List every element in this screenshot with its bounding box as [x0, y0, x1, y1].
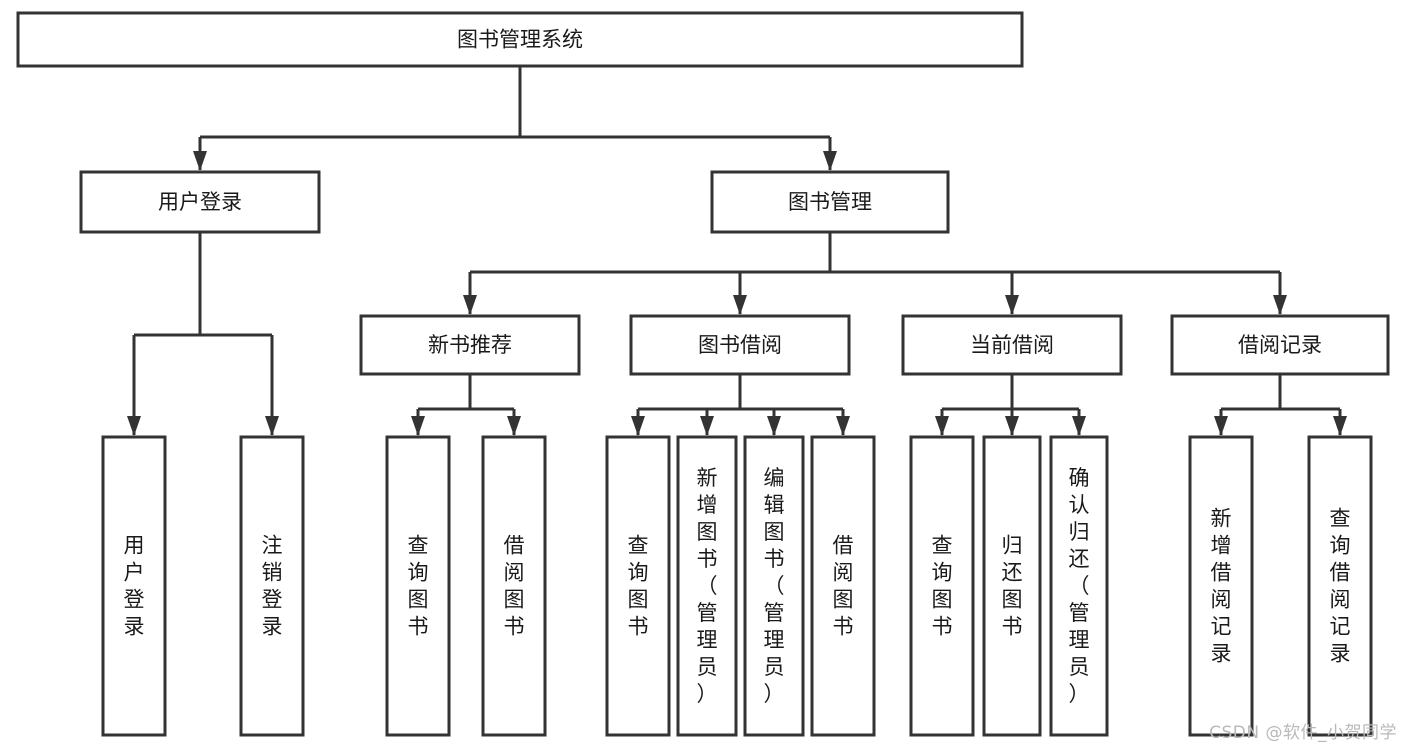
- node-label: 新书推荐: [428, 333, 512, 357]
- node-leaf_query_book_3[interactable]: 查询图书: [909, 435, 975, 737]
- node-label: 图书管理系统: [457, 28, 583, 52]
- node-leaf_query_record[interactable]: 查询借阅记录: [1307, 435, 1373, 737]
- node-label: 图书借阅: [698, 333, 782, 357]
- node-book_borrow[interactable]: 图书借阅: [629, 314, 851, 376]
- node-leaf_add_record[interactable]: 新增借阅记录: [1188, 435, 1254, 737]
- node-box: [676, 435, 738, 737]
- node-box: [909, 435, 975, 737]
- node-box: [1049, 435, 1109, 737]
- node-leaf_query_book_1[interactable]: 查询图书: [385, 435, 451, 737]
- node-label: 注销登录: [262, 534, 283, 639]
- node-label: 归还图书: [1002, 534, 1023, 639]
- node-box: [1307, 435, 1373, 737]
- node-box: [743, 435, 805, 737]
- node-box: [982, 435, 1042, 737]
- node-box: [901, 314, 1123, 376]
- node-leaf_user_login[interactable]: 用户登录: [101, 435, 167, 737]
- node-current_borrow[interactable]: 当前借阅: [901, 314, 1123, 376]
- node-leaf_confirm_return[interactable]: 确认归还（管理员）: [1049, 435, 1109, 737]
- node-box: [385, 435, 451, 737]
- node-label: 图书管理: [788, 190, 872, 214]
- node-label: 借阅图书: [504, 534, 525, 639]
- node-leaf_user_logout[interactable]: 注销登录: [239, 435, 305, 737]
- node-leaf_edit_book[interactable]: 编辑图书（管理员）: [743, 435, 805, 737]
- node-box: [629, 314, 851, 376]
- node-new_book_rec[interactable]: 新书推荐: [359, 314, 581, 376]
- nodes-layer: 图书管理系统用户登录图书管理新书推荐图书借阅当前借阅借阅记录用户登录注销登录查询…: [16, 11, 1390, 737]
- node-box: [1188, 435, 1254, 737]
- node-label: 查询图书: [932, 534, 953, 639]
- node-leaf_borrow_book_2[interactable]: 借阅图书: [810, 435, 876, 737]
- node-leaf_add_book[interactable]: 新增图书（管理员）: [676, 435, 738, 737]
- node-box: [359, 314, 581, 376]
- node-label: 查询借阅记录: [1330, 507, 1351, 666]
- node-box: [239, 435, 305, 737]
- node-label: 新增图书（管理员）: [697, 466, 718, 706]
- node-label: 借阅记录: [1238, 333, 1322, 357]
- node-box: [79, 170, 321, 234]
- node-label: 用户登录: [158, 190, 242, 214]
- node-label: 查询图书: [408, 534, 429, 639]
- node-box: [605, 435, 671, 737]
- node-leaf_borrow_book_1[interactable]: 借阅图书: [481, 435, 547, 737]
- node-label: 当前借阅: [970, 333, 1054, 357]
- node-borrow_record[interactable]: 借阅记录: [1170, 314, 1390, 376]
- node-label: 查询图书: [628, 534, 649, 639]
- node-label: 用户登录: [124, 534, 145, 639]
- node-box: [1170, 314, 1390, 376]
- node-label: 新增借阅记录: [1211, 507, 1232, 666]
- node-box: [481, 435, 547, 737]
- node-box: [710, 170, 950, 234]
- node-user_login[interactable]: 用户登录: [79, 170, 321, 234]
- node-box: [810, 435, 876, 737]
- node-label: 编辑图书（管理员）: [764, 466, 785, 706]
- node-root[interactable]: 图书管理系统: [16, 11, 1024, 68]
- node-label: 确认归还（管理员）: [1069, 466, 1090, 706]
- node-leaf_return_book[interactable]: 归还图书: [982, 435, 1042, 737]
- node-leaf_query_book_2[interactable]: 查询图书: [605, 435, 671, 737]
- node-book_manage[interactable]: 图书管理: [710, 170, 950, 234]
- node-box: [16, 11, 1024, 68]
- node-box: [101, 435, 167, 737]
- edges-layer: [127, 66, 1347, 436]
- node-label: 借阅图书: [833, 534, 854, 639]
